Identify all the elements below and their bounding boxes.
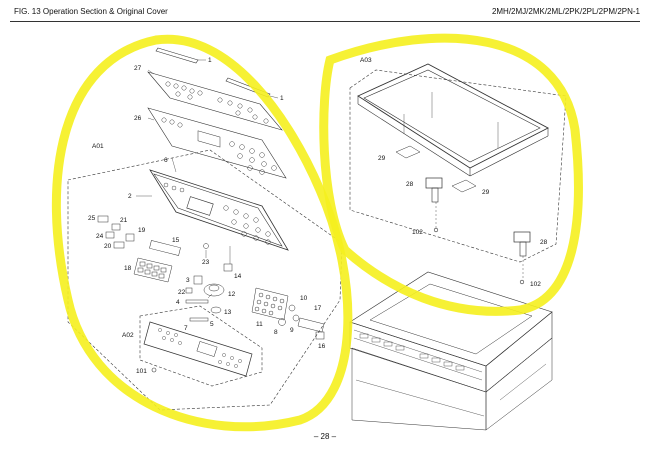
- part-7-control-board: [143, 321, 253, 377]
- highlight-original-cover: [319, 33, 583, 316]
- label-a03: A03: [360, 57, 372, 64]
- callout-2: 2: [128, 193, 132, 200]
- callout-20: 20: [104, 243, 112, 250]
- callout-26: 26: [134, 115, 142, 122]
- part-17: [297, 317, 325, 333]
- part-18-keypad: [133, 257, 173, 283]
- original-cover: [357, 63, 549, 177]
- callout-23: 23: [202, 259, 210, 266]
- part-29-pad-left: [395, 145, 421, 159]
- part-16: [315, 331, 325, 340]
- callout-3: 3: [186, 277, 190, 284]
- part-5: [189, 317, 209, 322]
- part-11-keypad: [251, 287, 289, 321]
- part-24: [105, 231, 115, 239]
- callout-4: 4: [176, 299, 180, 306]
- callout-1-upper: 1: [208, 57, 212, 64]
- callout-102-left: 102: [412, 229, 423, 236]
- part-3: [193, 275, 203, 285]
- callout-29-left: 29: [378, 155, 386, 162]
- callout-8: 8: [274, 329, 278, 336]
- small-parts-cluster: [97, 215, 325, 340]
- callout-7: 7: [184, 325, 188, 332]
- part-29-pad-right: [451, 179, 477, 193]
- callout-21: 21: [120, 217, 128, 224]
- part-12-dial: [203, 283, 225, 297]
- callout-19: 19: [138, 227, 146, 234]
- part-26-panel-sheet: [147, 107, 287, 179]
- callout-102-right: 102: [530, 281, 541, 288]
- part-4: [185, 299, 209, 304]
- callout-1-lower: 1: [280, 95, 284, 102]
- callout-101: 101: [136, 368, 147, 375]
- callout-12: 12: [228, 291, 236, 298]
- part-21: [111, 223, 121, 231]
- header-rule: [10, 21, 640, 22]
- part-13: [210, 306, 222, 314]
- part-27-overlay: [147, 71, 283, 131]
- callout-28-left: 28: [406, 181, 414, 188]
- part-1-strip-upper: [155, 47, 199, 64]
- part-8: [278, 318, 286, 326]
- callout-15: 15: [172, 237, 180, 244]
- part-14: [223, 263, 233, 272]
- part-20: [113, 241, 125, 249]
- callout-13: 13: [224, 309, 232, 316]
- part-10: [288, 304, 296, 312]
- highlight-operation-section: [51, 34, 353, 432]
- label-a02: A02: [122, 332, 134, 339]
- part-25: [97, 215, 109, 223]
- callout-17: 17: [314, 305, 322, 312]
- callout-14: 14: [234, 273, 242, 280]
- callout-22: 22: [178, 289, 186, 296]
- figure-title: FIG. 13 Operation Section & Original Cov…: [14, 7, 168, 16]
- machine-illustration: [349, 271, 553, 431]
- callout-11: 11: [256, 321, 263, 328]
- callout-16: 16: [318, 343, 326, 350]
- part-19: [125, 233, 135, 242]
- callout-24: 24: [96, 233, 104, 240]
- part-9: [292, 314, 300, 322]
- part-28-hinge-right: [513, 231, 531, 257]
- page-number: – 28 –: [313, 432, 337, 441]
- part-23: [203, 243, 209, 249]
- callout-18: 18: [124, 265, 132, 272]
- operation-section-assembly: [67, 47, 343, 411]
- callout-10: 10: [300, 295, 308, 302]
- callout-27: 27: [134, 65, 142, 72]
- part-2-panel-frame: [149, 169, 289, 251]
- callout-25: 25: [88, 215, 96, 222]
- callout-28-right: 28: [540, 239, 548, 246]
- callout-29-right: 29: [482, 189, 490, 196]
- a03-boundary: [349, 69, 567, 263]
- original-cover-assembly: [349, 63, 567, 285]
- part-102-screw-left: [433, 227, 439, 233]
- callout-6: 6: [164, 157, 168, 164]
- part-102-screw-right: [519, 279, 525, 285]
- a02-boundary: [139, 305, 263, 387]
- part-28-hinge-left: [425, 177, 443, 203]
- part-101-screw: [151, 367, 157, 373]
- callout-9: 9: [290, 327, 294, 334]
- callout-5: 5: [210, 321, 214, 328]
- part-22: [185, 287, 193, 294]
- part-15: [149, 240, 181, 256]
- model-codes: 2MH/2MJ/2MK/2ML/2PK/2PL/2PM/2PN-1: [491, 7, 640, 16]
- label-a01: A01: [92, 143, 104, 150]
